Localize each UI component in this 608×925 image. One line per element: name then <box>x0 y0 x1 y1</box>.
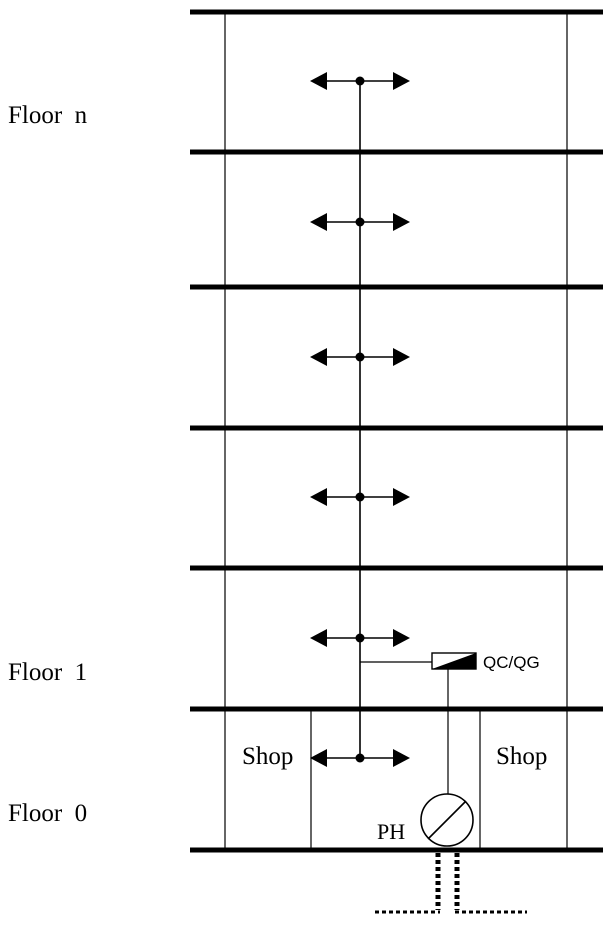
floor-1-label: Floor 1 <box>8 659 87 686</box>
meter-label: QC/QG <box>483 653 540 672</box>
outer-walls <box>224 14 568 848</box>
left-shop-label: Shop <box>242 743 293 770</box>
underground-supply-line <box>375 853 527 914</box>
ph-symbol <box>420 793 474 847</box>
floor-slabs <box>190 9 603 853</box>
shop-partitions <box>310 711 481 848</box>
ph-label: PH <box>377 819 405 844</box>
floor-n-label: Floor n <box>8 102 88 129</box>
meter-device-symbol <box>431 652 477 670</box>
right-shop-label: Shop <box>496 743 547 770</box>
floor-0-label: Floor 0 <box>8 800 87 827</box>
